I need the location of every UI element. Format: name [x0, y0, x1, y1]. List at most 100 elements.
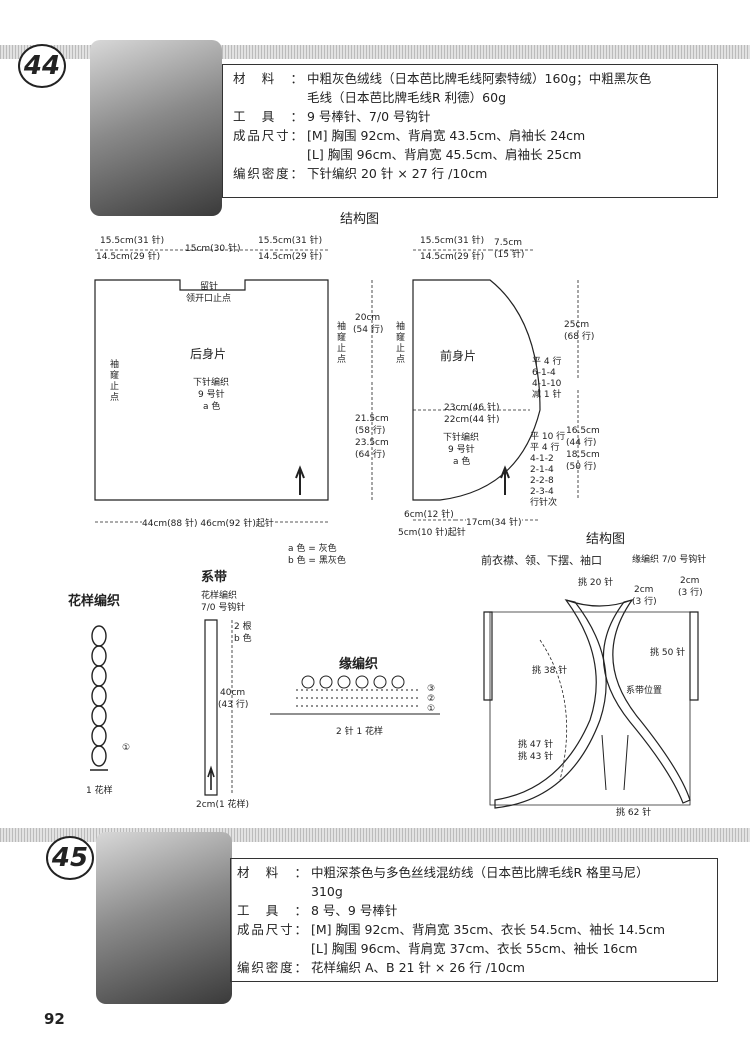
materials-text-45: 中粗深茶色与多色丝线混纺线（日本芭比牌毛线R 格里马尼） [311, 865, 649, 880]
label-size: 成品尺寸： [233, 128, 303, 143]
h-68: (68 行) [564, 332, 595, 342]
back-side-right: 袖窿止点 [337, 322, 347, 365]
back-arrow [295, 465, 305, 495]
size-m: [M] 胸围 92cm、背肩宽 43.5cm、肩袖长 24cm [307, 128, 586, 143]
tie-color: b 色 [234, 634, 252, 644]
h-18: 18.5cm [566, 450, 600, 460]
tools-text: 9 号棒针、7/0 号钩针 [307, 109, 431, 124]
back-side-left: 袖窿止点 [110, 360, 120, 403]
pick-38: 挑 38 针 [532, 666, 568, 676]
label-size-45: 成品尺寸： [237, 922, 307, 937]
front-body-label: 前身片 [440, 349, 477, 363]
w-3row-b: (3 行) [678, 588, 703, 598]
model-photo-44 [90, 40, 222, 216]
label-materials-45: 材料： [237, 865, 307, 880]
back-stitch: 下针编织 [193, 378, 230, 388]
model-photo-45 [96, 832, 232, 1004]
dim-back-top-left-b: 14.5cm(29 针) [96, 252, 161, 262]
tie-position: 系带位置 [626, 686, 663, 696]
tie-strip [204, 619, 218, 796]
label-gauge-45: 编织密度： [237, 960, 307, 975]
dim-front-top-a: 15.5cm(31 针) [420, 236, 485, 246]
h-44: (44 行) [566, 438, 597, 448]
diagram2-subtitle: 前衣襟、领、下摆、袖口 [481, 554, 602, 567]
front-bottom-a: 6cm(12 针) [404, 510, 454, 520]
front-dim-lines [413, 249, 540, 521]
front-bottom-b: 5cm(10 针)起针 [398, 528, 466, 538]
w-22: 22cm(44 针) [444, 415, 500, 425]
edge-repeat: 2 针 1 花样 [336, 727, 384, 737]
tools-text-45: 8 号、9 号棒针 [311, 903, 398, 918]
size-l-45: [L] 胸围 96cm、背肩宽 37cm、衣长 55cm、袖长 16cm [311, 941, 638, 956]
front-stitch: 下针编织 [443, 433, 480, 443]
front-arrow [500, 465, 510, 495]
tie-strands: 2 根 [234, 622, 252, 632]
page-number: 92 [44, 1010, 65, 1028]
materials-text: 中粗灰色绒线（日本芭比牌毛线阿索特绒）160g；中粗黑灰色 [307, 71, 652, 86]
front-body-outline [412, 279, 541, 501]
h-20: 20cm [355, 313, 381, 323]
back-body-outline [94, 279, 329, 501]
h-25: 25cm [564, 320, 590, 330]
info-box-45: 材料： 中粗深茶色与多色丝线混纺线（日本芭比牌毛线R 格里马尼） 310g 工具：… [230, 858, 718, 982]
assembly-diagram [483, 599, 699, 809]
tie-arrow [207, 765, 215, 790]
h-23: 23.5cm [355, 438, 389, 448]
dim-back-top-right-b: 14.5cm(29 针) [258, 252, 323, 262]
gauge-text-45: 花样编织 A、B 21 针 × 26 行 /10cm [311, 960, 525, 975]
tie-rows: (43 行) [218, 700, 249, 710]
dim-back-top-mid: 15cm(30 针) [185, 244, 241, 254]
edge-title: 缘编织 [339, 657, 379, 672]
back-bottom-dim: 44cm(88 针) 46cm(92 针)起针 [142, 519, 274, 530]
dim-front-top-a-b: 14.5cm(29 针) [420, 252, 485, 262]
h-58: (58 行) [355, 426, 386, 436]
edge-row-3: ③ [427, 684, 436, 694]
size-m-45: [M] 胸围 92cm、背肩宽 35cm、衣长 54.5cm、袖长 14.5cm [311, 922, 666, 937]
edge-row-1: ① [427, 704, 436, 714]
diagram2-hook: 缘编织 7/0 号钩针 [632, 555, 707, 565]
dim-front-top-b-b: (15 针) [494, 250, 525, 260]
w-23: 23cm(46 针) [444, 403, 500, 413]
diagram-title: 结构图 [340, 212, 380, 227]
pattern-chain [90, 625, 108, 771]
gauge-text: 下针编织 20 针 × 27 行 /10cm [307, 166, 488, 181]
tie-title: 系带 [201, 570, 228, 585]
dim-back-top-left: 15.5cm(31 针) [100, 236, 165, 246]
diagram2-title: 结构图 [586, 532, 626, 547]
back-color: a 色 [203, 402, 221, 412]
front-needle: 9 号针 [448, 445, 475, 455]
color-b: b 色 = 黑灰色 [288, 556, 346, 566]
edge-chart [270, 675, 440, 715]
h-16: 16.5cm [566, 426, 600, 436]
pick-47: 挑 47 针 [518, 740, 554, 750]
pick-50: 挑 50 针 [650, 648, 686, 658]
label-tools-45: 工具： [237, 903, 307, 918]
front-bottom-c: 17cm(34 针) [466, 518, 522, 529]
edge-row-2: ② [427, 694, 436, 704]
dim-back-top-right: 15.5cm(31 针) [258, 236, 323, 246]
back-body-label: 后身片 [190, 347, 227, 361]
front-color: a 色 [453, 457, 471, 467]
pick-20: 挑 20 针 [578, 578, 614, 588]
back-needle: 9 号针 [198, 390, 225, 400]
back-dim-lines [95, 249, 328, 523]
label-tools: 工具： [233, 109, 303, 124]
back-hold: 留针 [200, 282, 219, 292]
w-2cm: 2cm [634, 585, 654, 595]
pattern-marker: ① [122, 743, 131, 753]
back-neck: 领开口止点 [186, 294, 232, 304]
h-50: (50 行) [566, 462, 597, 472]
color-a: a 色 = 灰色 [288, 544, 337, 554]
size-l: [L] 胸围 96cm、背肩宽 45.5cm、肩袖长 25cm [307, 147, 582, 162]
materials-text-45-2: 310g [311, 884, 343, 899]
h-21: 21.5cm [355, 414, 389, 424]
h-64: (64 行) [355, 450, 386, 460]
tie-width: 2cm(1 花样) [196, 800, 250, 810]
pattern-title: 花样编织 [68, 594, 121, 609]
project-number-44: 44 [18, 44, 66, 88]
tie-pattern: 花样编织 [201, 591, 238, 601]
label-materials: 材料： [233, 71, 303, 86]
pick-62: 挑 62 针 [616, 808, 652, 818]
info-box-44: 材料：中粗灰色绒线（日本芭比牌毛线阿索特绒）160g；中粗黑灰色 毛线（日本芭比… [222, 64, 718, 198]
